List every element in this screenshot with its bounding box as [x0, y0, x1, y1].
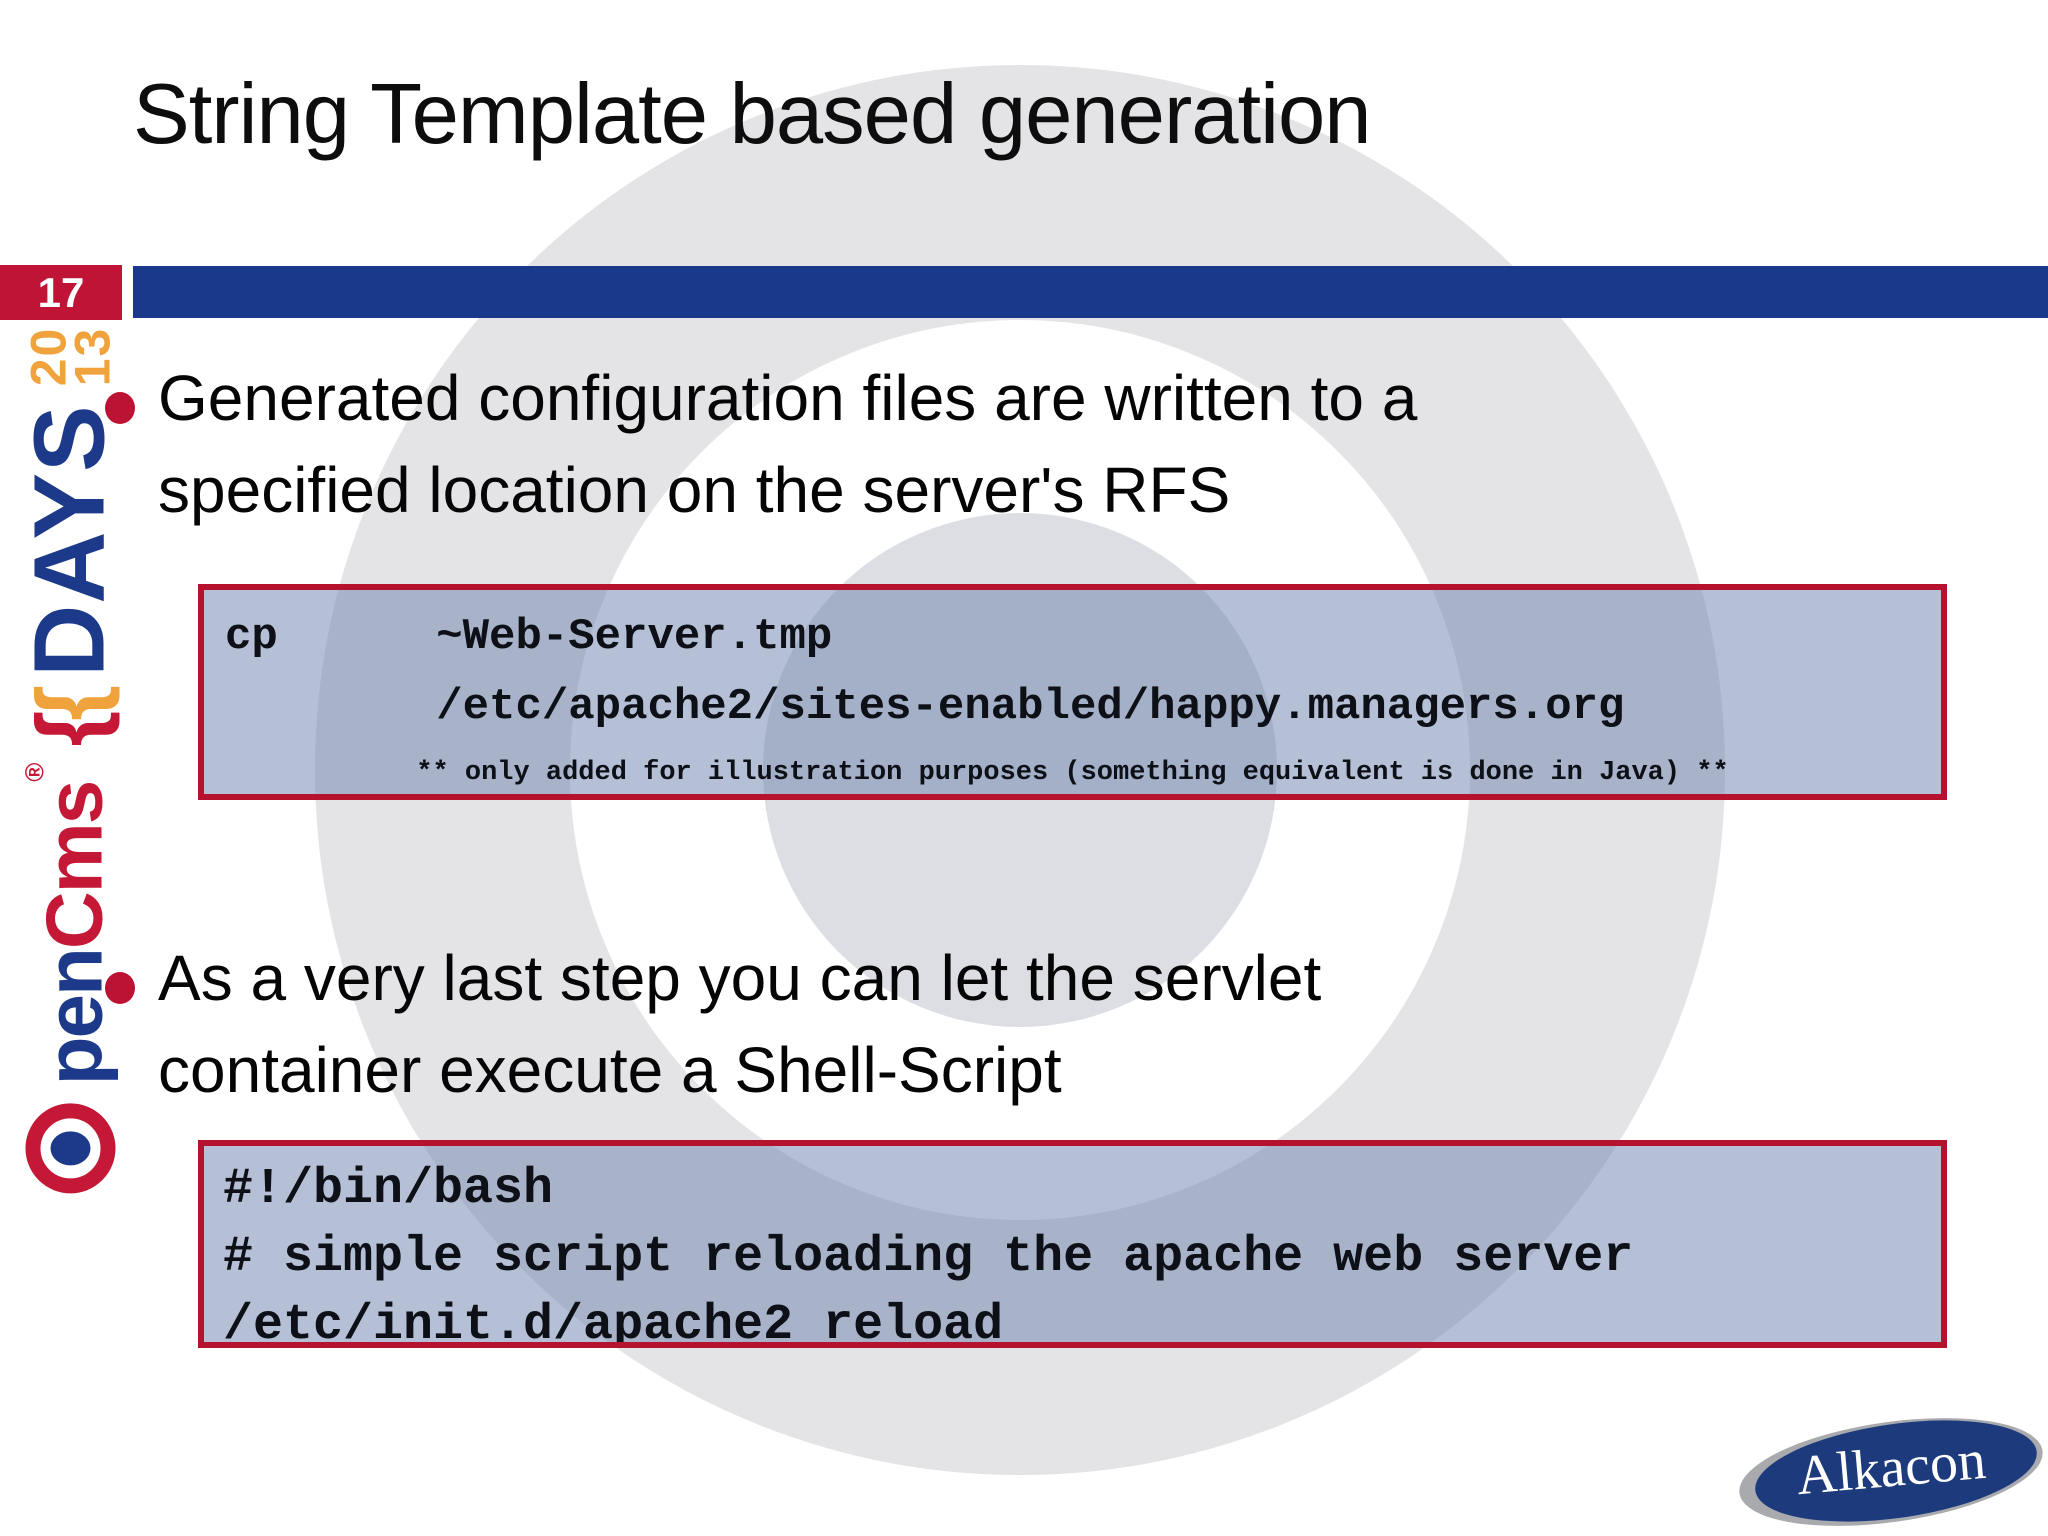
opencms-cms-text: Cms [29, 781, 119, 950]
slide-number-badge: 17 [0, 265, 122, 320]
code-box-shell-script: #!/bin/bash # simple script reloading th… [198, 1140, 1947, 1348]
code-box-copy-command: cp ~Web-Server.tmp /etc/apache2/sites-en… [198, 584, 1947, 800]
bullet-text-1: Generated configuration files are writte… [158, 352, 1417, 536]
brace-orange: { [18, 694, 121, 721]
page-title: String Template based generation [133, 67, 1372, 162]
year-2013: 20 13 [20, 326, 120, 387]
days-wordmark: DAYS [13, 404, 126, 677]
year-line-2: 13 [64, 326, 120, 387]
code-line: /etc/init.d/apache2 reload [223, 1297, 1004, 1348]
header-divider-bar [133, 266, 2048, 318]
code-line: # simple script reloading the apache web… [223, 1229, 1634, 1286]
bullet-text-2: As a very last step you can let the serv… [158, 932, 1321, 1116]
code-line: /etc/apache2/sites-enabled/happy.manager… [225, 682, 1625, 732]
code-note: ** only added for illustration purposes … [416, 758, 1729, 788]
opencms-days-logo: penCms® {{ DAYS 20 13 [13, 327, 128, 1194]
bullet-icon [105, 392, 135, 424]
alkacon-logo: Alkacon [1732, 1401, 2048, 1536]
logo-braces: {{ [18, 695, 123, 747]
bullet-icon [105, 972, 135, 1004]
code-line: cp ~Web-Server.tmp [225, 612, 833, 662]
registered-mark: ® [19, 764, 50, 782]
opencms-wordmark: penCms® [20, 765, 121, 1086]
year-line-1: 20 [20, 326, 76, 387]
opencms-eye-pupil-icon [50, 1131, 90, 1166]
bullet-2-line-2: container execute a Shell-Script [158, 1034, 1062, 1106]
code-line: #!/bin/bash [223, 1161, 554, 1218]
opencms-pen-text: pen [29, 949, 119, 1086]
bullet-1-line-2: specified location on the server's RFS [158, 454, 1231, 526]
bullet-1-line-1: Generated configuration files are writte… [158, 362, 1418, 434]
bullet-2-line-1: As a very last step you can let the serv… [158, 942, 1322, 1014]
alkacon-logo-text: Alkacon [1793, 1428, 1989, 1508]
brace-red: { [18, 720, 121, 747]
opencms-eye-icon [25, 1103, 115, 1194]
